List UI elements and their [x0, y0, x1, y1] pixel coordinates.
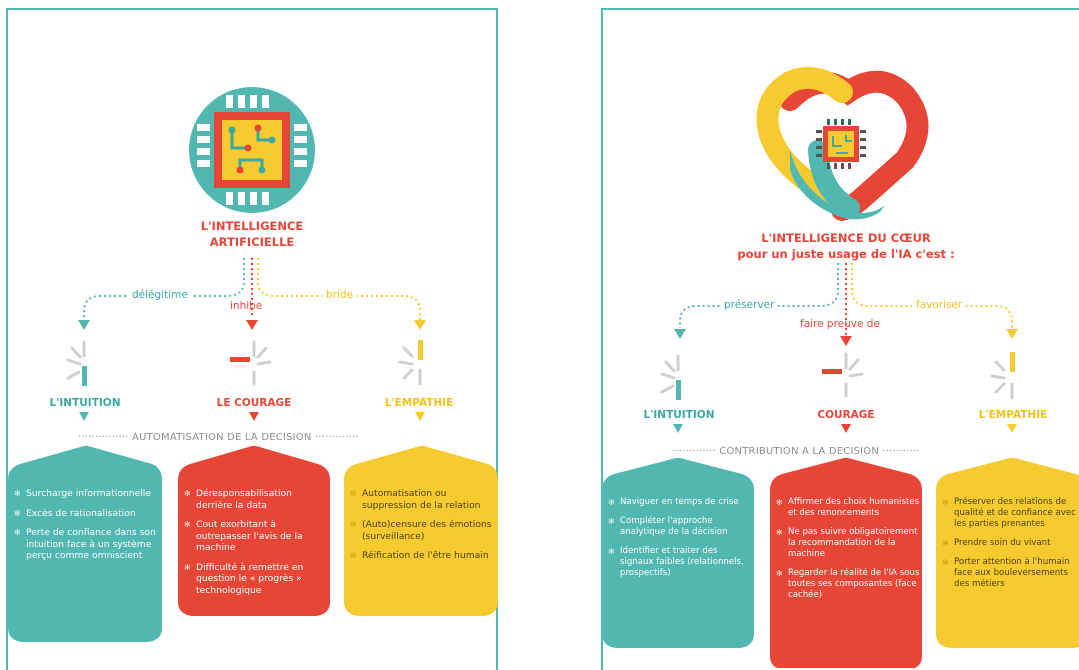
list-item: Automatisation ou suppression de la rela… [350, 488, 496, 511]
left-teal-box: Surcharge informationnelle Excès de rati… [14, 488, 160, 570]
left-title-line2: ARTIFICIELLE [209, 235, 295, 249]
courage-burst-icon [252, 340, 272, 386]
list-item: Regarder la réalité de l'IA sous toutes … [776, 568, 920, 601]
right-courage-burst-icon [844, 352, 864, 398]
list-item: Cout exorbitant à outrepasser l'avis de … [184, 519, 328, 554]
list-item: Identifier et traiter des signaux faible… [608, 546, 752, 579]
list-item: (Auto)censure des émotions (surveillance… [350, 519, 496, 542]
list-item: Excès de rationalisation [14, 508, 160, 520]
right-separator: ············· CONTRIBUTION A LA DECISION… [672, 446, 920, 457]
right-title-line1: L'INTELLIGENCE DU CŒUR [761, 231, 931, 245]
left-title: L'INTELLIGENCE ARTIFICIELLE [172, 218, 332, 250]
right-title: L'INTELLIGENCE DU CŒUR pour un juste usa… [716, 230, 976, 262]
right-title-line2: pour un juste usage de l'IA c'est : [737, 247, 955, 261]
left-separator: ··············· AUTOMATISATION DE LA DEC… [78, 432, 359, 443]
list-item: Déresponsabilisation derrière la data [184, 488, 328, 511]
verb-bride: bride [322, 289, 358, 301]
list-item: Prendre soin du vivant [942, 538, 1078, 549]
list-item: Affirmer des choix humanistes et des ren… [776, 497, 920, 519]
intuition-burst-icon [66, 340, 86, 380]
list-item: Porter attention à l'humain face aux bou… [942, 557, 1078, 590]
list-item: Naviguer en temps de crise [608, 497, 752, 508]
verb-inhibe: inhibe [230, 300, 263, 312]
left-title-line1: L'INTELLIGENCE [200, 219, 304, 233]
empathy-burst-icon [398, 346, 422, 386]
verb-favoriser: favoriser [912, 299, 967, 311]
right-teal-box: Naviguer en temps de crise Compléter l'a… [608, 497, 752, 587]
list-item: Ne pas suivre obligatoirement la recomma… [776, 527, 920, 560]
list-item: Surcharge informationnelle [14, 488, 160, 500]
list-item: Difficulté à remettre en question le « p… [184, 562, 328, 597]
list-item: Perte de confiance dans son intuition fa… [14, 527, 160, 562]
right-red-box: Affirmer des choix humanistes et des ren… [776, 497, 920, 609]
trait-intuition: L'INTUITION [49, 397, 121, 409]
heart-chip-icon [756, 66, 929, 221]
trait-courage: LE COURAGE [216, 397, 292, 409]
right-intuition-burst-icon [660, 354, 680, 394]
right-empathy-burst-icon [990, 360, 1014, 400]
ai-chip-icon [189, 87, 315, 213]
right-trait-courage: COURAGE [817, 409, 875, 421]
list-item: Réification de l'être humain [350, 550, 496, 562]
verb-preserver: préserver [720, 299, 779, 311]
left-branch-arrows [83, 258, 421, 320]
left-yellow-box: Automatisation ou suppression de la rela… [350, 488, 496, 570]
list-item: Préserver des relations de qualité et de… [942, 497, 1078, 530]
trait-empathie: L'EMPATHIE [384, 397, 454, 409]
verb-delegitime: délégitime [128, 289, 192, 301]
right-yellow-box: Préserver des relations de qualité et de… [942, 497, 1078, 598]
verb-faire-preuve-de: faire preuve de [800, 318, 880, 330]
left-red-box: Déresponsabilisation derrière la data Co… [184, 488, 328, 604]
list-item: Compléter l'approche analytique de la dé… [608, 516, 752, 538]
right-trait-intuition: L'INTUITION [643, 409, 715, 421]
right-trait-empathie: L'EMPATHIE [978, 409, 1048, 421]
